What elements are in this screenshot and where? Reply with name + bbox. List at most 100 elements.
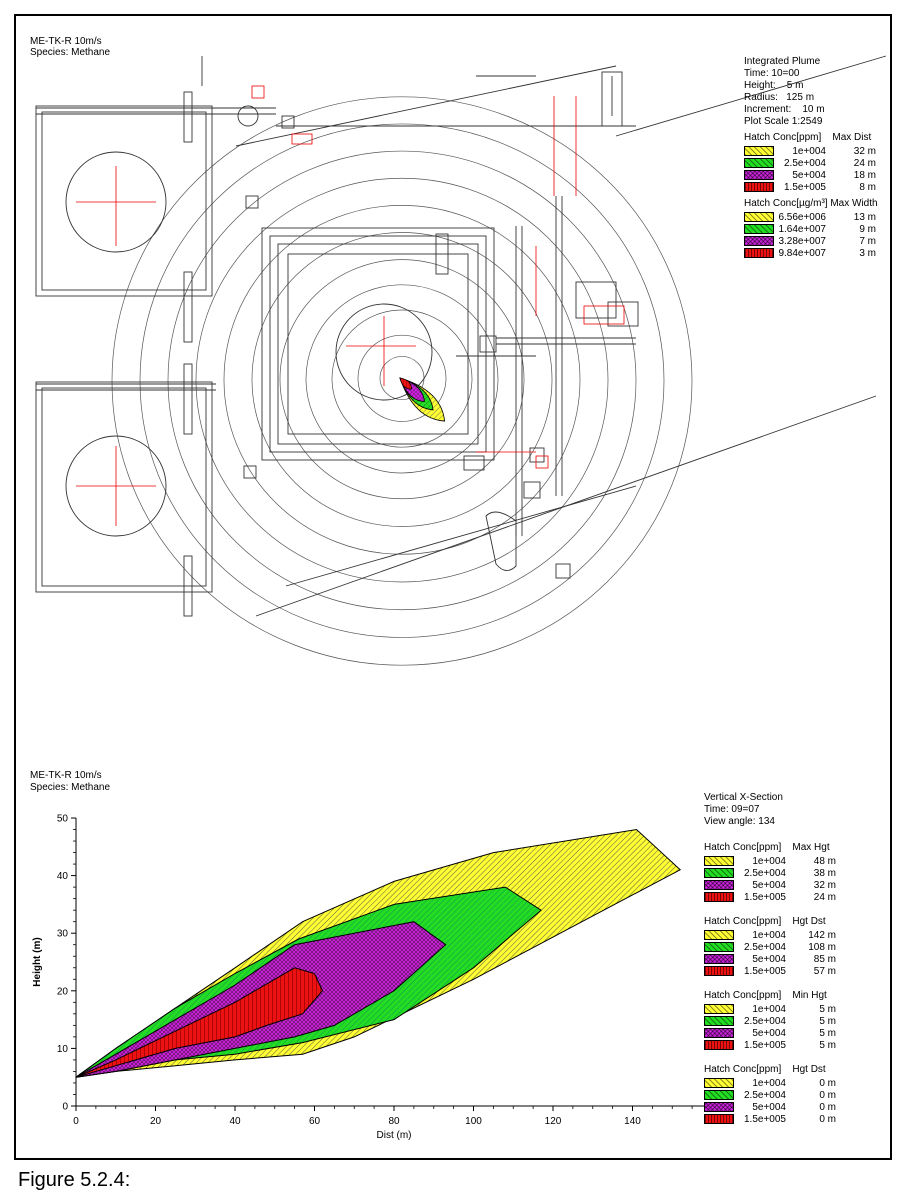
plan-legend-title: Hatch Conc[µg/m³] Max Width: [744, 198, 878, 209]
plan-info-scale: Plot Scale 1:2549: [744, 116, 823, 127]
section-legend-title: Hatch Conc[ppm] Hgt Dst: [704, 1064, 826, 1075]
y-tick-label: 30: [57, 929, 69, 940]
radius-ring: [251, 232, 553, 527]
legend-swatch: [704, 1040, 734, 1050]
y-axis-label: Height (m): [32, 937, 43, 986]
figure-frame: ME-TK-R 10m/s Species: Methane: [14, 14, 892, 1160]
legend-swatch: [744, 170, 774, 180]
legend-conc-value: 1e+004: [792, 146, 826, 157]
section-header-line1: ME-TK-R 10m/s: [30, 770, 102, 781]
section-legend-title: Hatch Conc[ppm] Hgt Dst: [704, 916, 826, 927]
y-tick-label: 10: [57, 1044, 69, 1055]
legend-swatch: [744, 248, 774, 258]
plan-legend-title: Hatch Conc[ppm] Max Dist: [744, 132, 872, 143]
radius-rings: [111, 96, 693, 666]
x-tick-label: 20: [150, 1116, 162, 1127]
legend-conc-value: 1.5e+005: [784, 182, 826, 193]
radius-ring: [139, 123, 665, 638]
plan-header-line1: ME-TK-R 10m/s: [30, 36, 102, 47]
legend-swatch: [704, 1114, 734, 1124]
section-info-title: Vertical X-Section: [704, 792, 783, 803]
legend-dist-value: 85 m: [813, 954, 836, 965]
x-tick-label: 100: [465, 1116, 482, 1127]
radius-ring: [279, 259, 525, 500]
plan-legend-row: 1.5e+005 8 m: [744, 181, 890, 194]
legend-dist-value: 3 m: [859, 248, 876, 259]
radius-ring: [111, 96, 693, 666]
legend-conc-value: 5e+004: [792, 170, 826, 181]
legend-swatch: [704, 1090, 734, 1100]
section-legend-row: 2.5e+004 5 m: [704, 1015, 854, 1028]
section-header-line2: Species: Methane: [30, 782, 111, 793]
legend-dist-value: 24 m: [813, 892, 836, 903]
x-tick-label: 120: [545, 1116, 562, 1127]
legend-conc-value: 1e+004: [752, 1004, 786, 1015]
section-info-angle: View angle: 134: [704, 816, 775, 827]
legend-swatch: [704, 1004, 734, 1014]
legend-conc-value: 1e+004: [752, 930, 786, 941]
x-axis-label: Dist (m): [377, 1130, 412, 1141]
plan-info-title: Integrated Plume: [744, 56, 821, 67]
site-annotations: [76, 85, 625, 526]
legend-conc-value: 2.5e+004: [784, 158, 826, 169]
legend-dist-value: 108 m: [808, 942, 836, 953]
x-tick-label: 140: [624, 1116, 641, 1127]
site-plan: [35, 55, 887, 617]
legend-swatch: [704, 966, 734, 976]
x-tick-label: 60: [309, 1116, 321, 1127]
legend-conc-value: 5e+004: [752, 1028, 786, 1039]
section-legend-title: Hatch Conc[ppm] Min Hgt: [704, 990, 827, 1001]
x-tick-label: 40: [229, 1116, 241, 1127]
x-tick-label: 0: [73, 1116, 79, 1127]
plan-info-time: Time: 10=00: [744, 68, 800, 79]
legend-dist-value: 0 m: [819, 1090, 836, 1101]
radius-ring: [331, 309, 473, 448]
y-tick-label: 20: [57, 986, 69, 997]
legend-dist-value: 142 m: [808, 930, 836, 941]
legend-conc-value: 2.5e+004: [744, 1016, 786, 1027]
legend-dist-value: 0 m: [819, 1078, 836, 1089]
plan-view-drawing: [35, 55, 887, 666]
legend-dist-value: 57 m: [813, 966, 836, 977]
plan-plume-contour: [399, 377, 412, 390]
y-tick-label: 0: [62, 1102, 68, 1113]
vertical-section-chart: 02040608010012014016001020304050Dist (m)…: [32, 814, 716, 1142]
legend-dist-value: 5 m: [819, 1016, 836, 1027]
legend-swatch: [744, 224, 774, 234]
section-legend-title: Hatch Conc[ppm] Max Hgt: [704, 842, 830, 853]
legend-conc-value: 1.5e+005: [744, 966, 786, 977]
plan-info-radius: Radius: 125 m: [744, 92, 815, 103]
legend-conc-value: 5e+004: [752, 880, 786, 891]
legend-dist-value: 8 m: [859, 182, 876, 193]
legend-swatch: [704, 930, 734, 940]
plan-header-line2: Species: Methane: [30, 47, 111, 58]
legend-swatch: [744, 158, 774, 168]
radius-ring: [305, 284, 499, 474]
legend-dist-value: 48 m: [813, 856, 836, 867]
legend-swatch: [704, 1078, 734, 1088]
legend-conc-value: 1.5e+005: [744, 1040, 786, 1051]
legend-conc-value: 2.5e+004: [744, 1090, 786, 1101]
radius-ring: [357, 334, 447, 422]
legend-dist-value: 13 m: [853, 212, 876, 223]
legend-swatch: [744, 182, 774, 192]
radius-ring: [223, 205, 581, 555]
legend-dist-value: 9 m: [859, 224, 876, 235]
radius-ring: [167, 150, 637, 611]
legend-swatch: [704, 868, 734, 878]
section-contour-1.5e+005: [75, 967, 324, 1078]
y-tick-label: 50: [57, 814, 69, 825]
